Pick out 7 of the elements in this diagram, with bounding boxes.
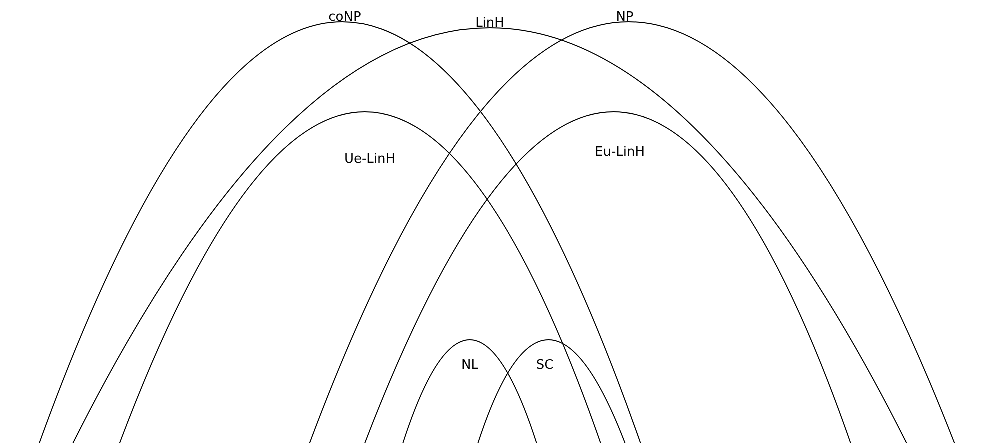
class-label: Eu-LinH <box>595 145 645 160</box>
class-label: NP <box>616 10 634 25</box>
class-label: coNP <box>328 10 362 25</box>
class-label: LinH <box>476 16 504 31</box>
class-label: SC <box>536 358 554 373</box>
class-label: NL <box>462 358 478 373</box>
class-label: Ue-LinH <box>344 152 396 167</box>
